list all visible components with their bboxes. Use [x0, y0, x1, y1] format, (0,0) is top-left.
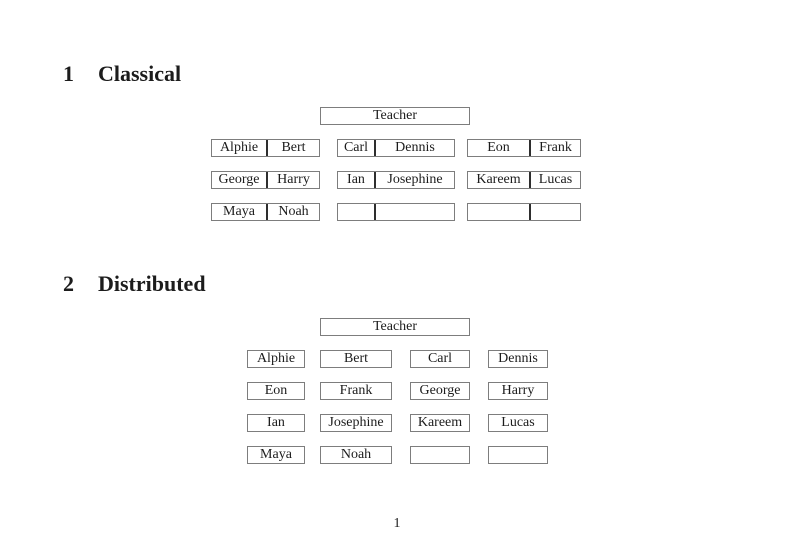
seat-box: Noah [320, 446, 392, 464]
seat-box: Bert [320, 350, 392, 368]
seat-cell [338, 204, 376, 220]
seat-box: Eon [247, 382, 305, 400]
seat-cell: Maya [212, 204, 268, 220]
seat-cell [468, 204, 531, 220]
seat-cell: Bert [281, 140, 306, 155]
seat-cell: Noah [278, 204, 309, 219]
seat-box: Kareem [410, 414, 470, 432]
desk [337, 203, 455, 221]
desk: Maya Noah [211, 203, 320, 221]
desk: Kareem Lucas [467, 171, 581, 189]
seat-box: Frank [320, 382, 392, 400]
seat-box [488, 446, 548, 464]
seat-cell: Kareem [468, 172, 531, 188]
seat-cell [531, 204, 580, 220]
seat-cell: Carl [338, 140, 376, 156]
seat-box: Carl [410, 350, 470, 368]
section-title: Classical [98, 61, 182, 86]
desk: Eon Frank [467, 139, 581, 157]
teacher-box-classical: Teacher [320, 107, 470, 125]
seat-box: Harry [488, 382, 548, 400]
seat-cell: Frank [539, 140, 572, 155]
seat-box: Ian [247, 414, 305, 432]
seat-cell: Ian [338, 172, 376, 188]
seat-cell: Alphie [212, 140, 268, 156]
section-heading-distributed: 2 Distributed [63, 272, 206, 296]
desk [467, 203, 581, 221]
seat-cell: Lucas [538, 172, 573, 187]
seat-cell [376, 204, 454, 220]
section-number: 1 [63, 61, 74, 86]
seat-cell: Josephine [387, 172, 443, 187]
desk: Carl Dennis [337, 139, 455, 157]
teacher-box-distributed: Teacher [320, 318, 470, 336]
page-number: 1 [393, 516, 401, 531]
seat-box [410, 446, 470, 464]
section-number: 2 [63, 271, 74, 296]
section-title: Distributed [98, 271, 206, 296]
seat-cell: George [212, 172, 268, 188]
seat-box: Dennis [488, 350, 548, 368]
seat-box: Maya [247, 446, 305, 464]
desk: George Harry [211, 171, 320, 189]
seat-box: George [410, 382, 470, 400]
section-heading-classical: 1 Classical [63, 62, 181, 86]
desk: Alphie Bert [211, 139, 320, 157]
seat-cell: Dennis [395, 140, 435, 155]
seat-box: Josephine [320, 414, 392, 432]
seat-box: Alphie [247, 350, 305, 368]
desk: Ian Josephine [337, 171, 455, 189]
seat-cell: Harry [277, 172, 310, 187]
seat-cell: Eon [468, 140, 531, 156]
seat-box: Lucas [488, 414, 548, 432]
